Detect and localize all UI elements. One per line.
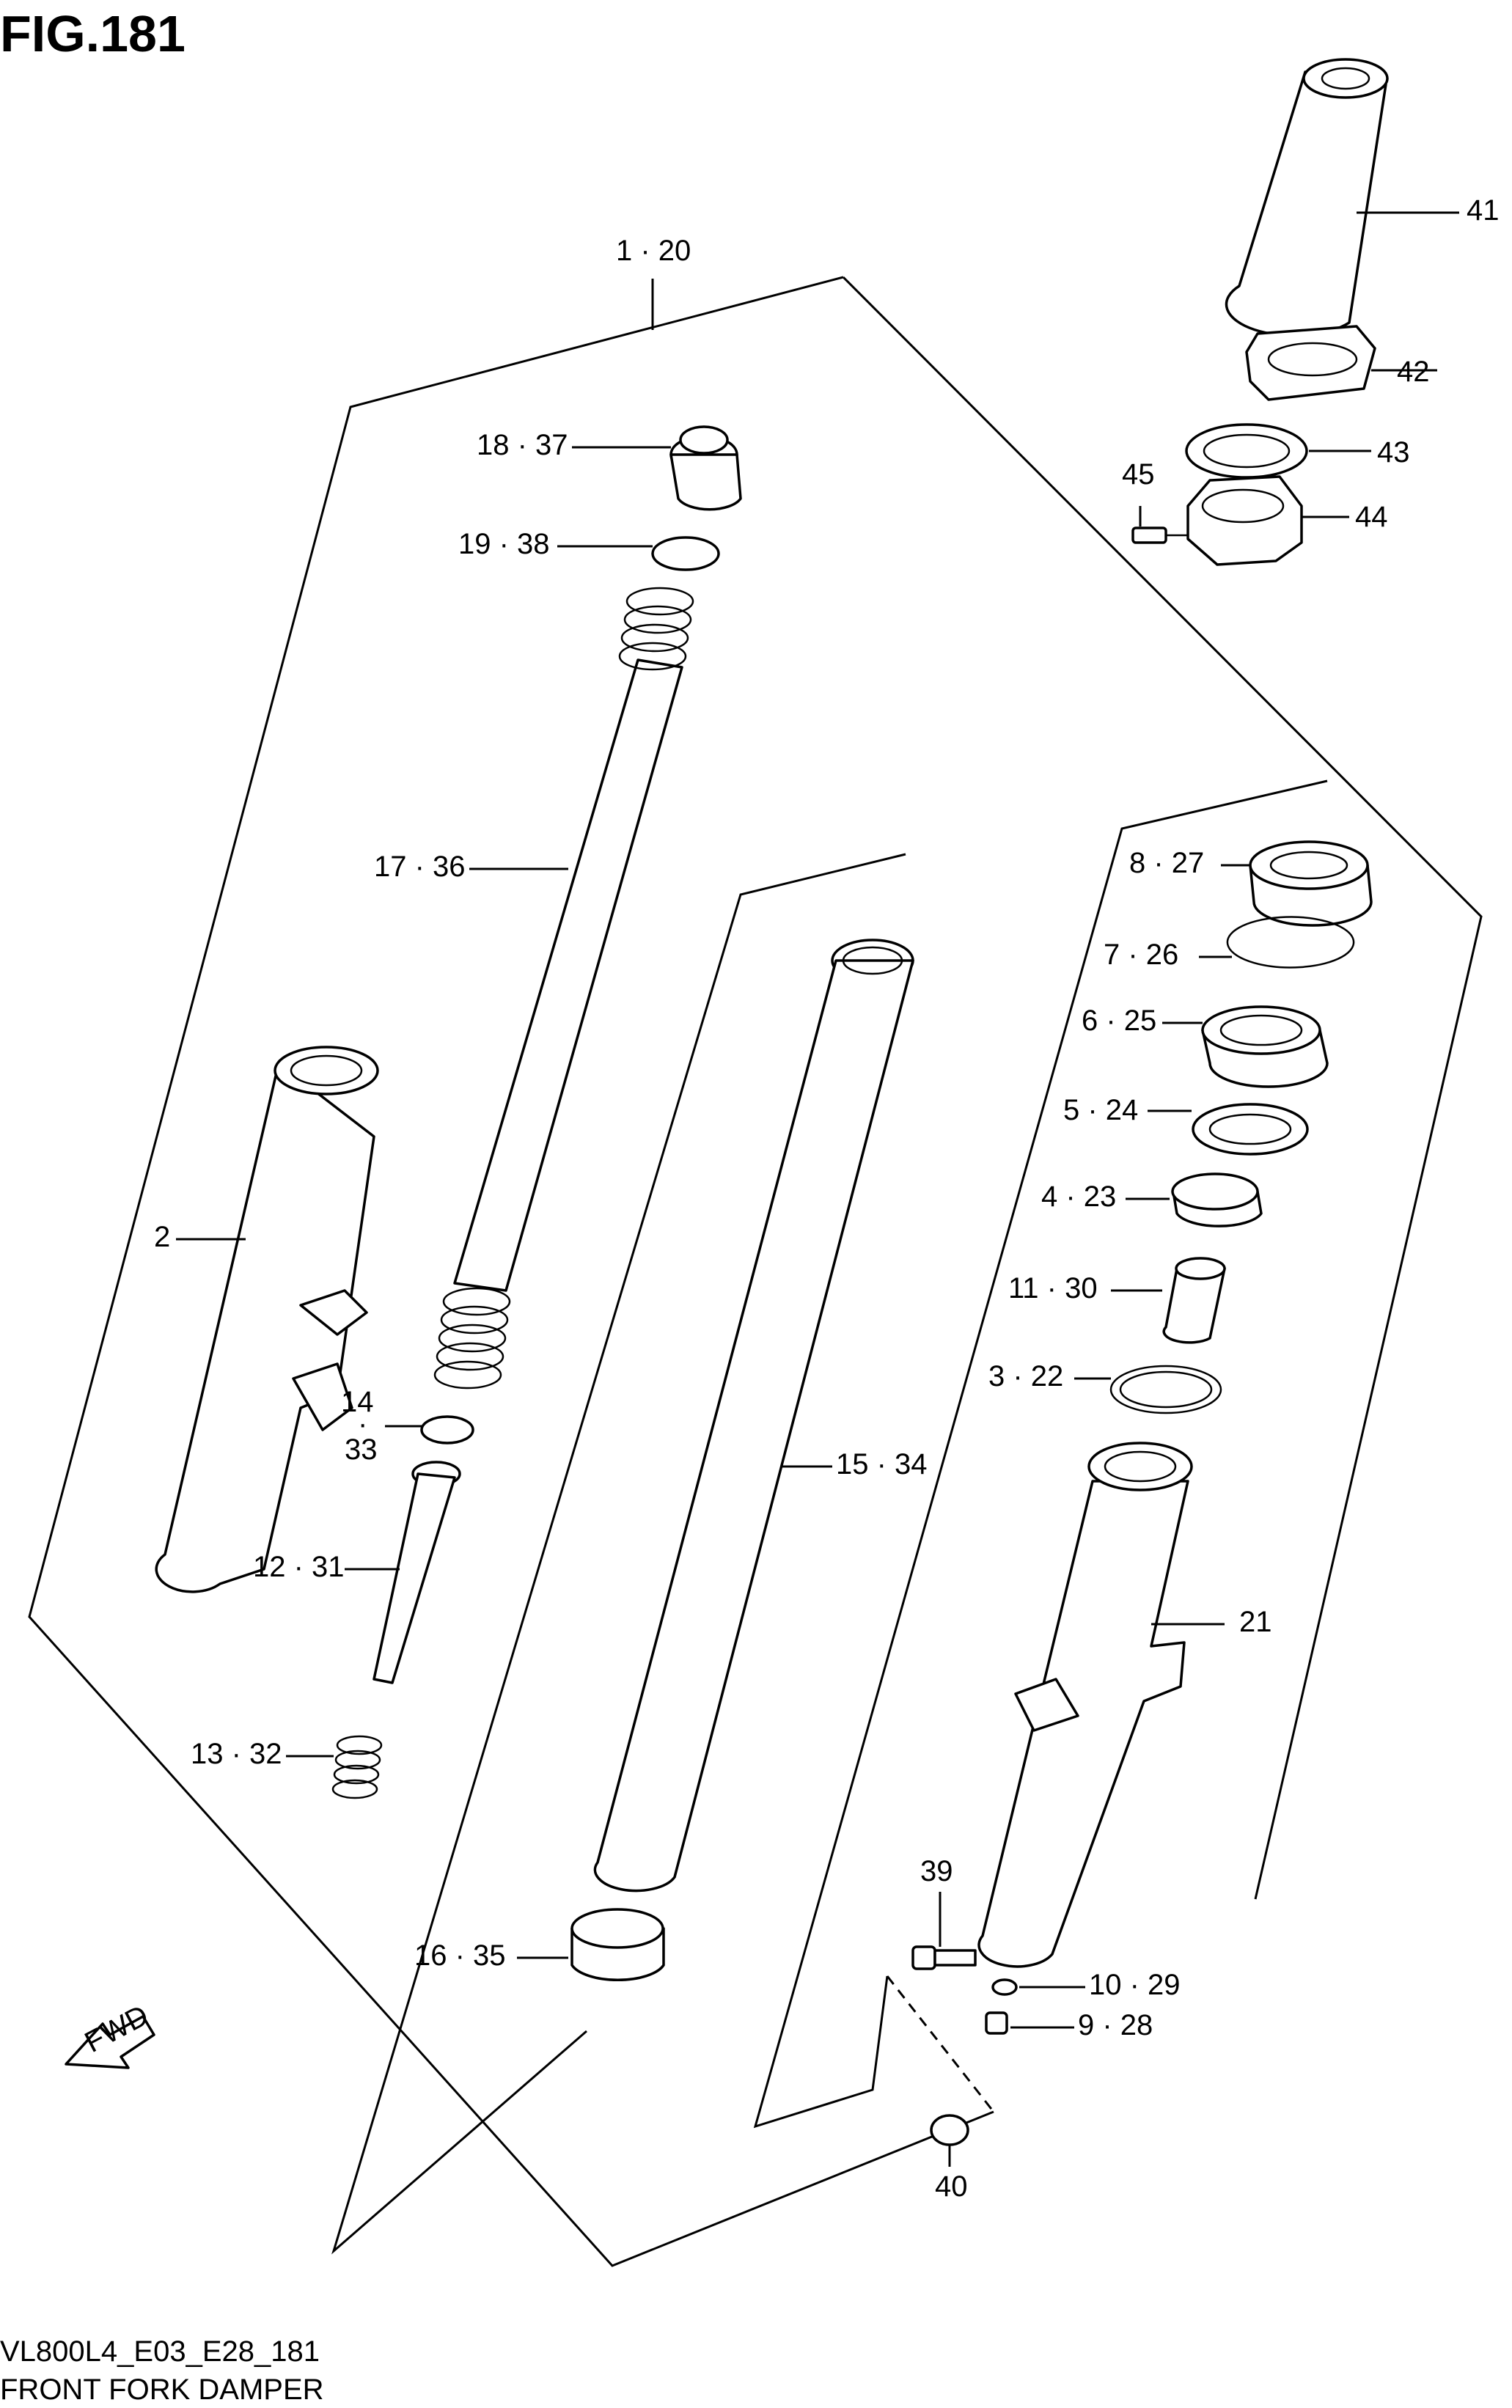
part-40-cap <box>930 2114 969 2167</box>
assembly-boundary-right <box>842 276 1483 1900</box>
part-41-fork-cover <box>1225 58 1459 337</box>
callout-14: 14 <box>341 1386 374 1418</box>
part-11-oil-lock-piece <box>1111 1257 1226 1344</box>
part-16-bushing <box>517 1908 665 1982</box>
callout-5-24: 5 · 24 <box>1063 1094 1138 1126</box>
part-14-ring <box>385 1415 474 1445</box>
callout-12-31: 12 · 31 <box>253 1551 345 1583</box>
model-code: VL800L4_E03_E28_181 <box>0 2335 320 2368</box>
part-7-stopper-ring <box>1199 916 1355 969</box>
callout-18-37: 18 · 37 <box>477 429 568 461</box>
callout-44: 44 <box>1355 501 1388 533</box>
diagram-title: FRONT FORK DAMPER <box>0 2374 324 2406</box>
callout-1-20: 1 · 20 <box>616 235 691 267</box>
part-3-snap-ring <box>1074 1365 1222 1414</box>
assembly-boundary-dashed <box>886 1975 995 2112</box>
part-18-plug <box>572 425 742 511</box>
part-43-washer <box>1185 423 1371 479</box>
callout-19-38: 19 · 38 <box>458 528 550 560</box>
callout-8-27: 8 · 27 <box>1129 847 1204 879</box>
callout-42: 42 <box>1397 356 1430 388</box>
part-39-bolt <box>911 1892 977 1970</box>
part-19-o-ring <box>557 536 720 571</box>
callout-33: 33 <box>345 1434 378 1466</box>
callout-2: 2 <box>154 1221 170 1253</box>
part-45-bolt <box>1131 506 1188 544</box>
callout-13-32: 13 · 32 <box>191 1738 282 1770</box>
part-12-damper-rod <box>345 1461 461 1684</box>
callout-16-35: 16 · 35 <box>414 1939 506 1972</box>
callout-10-29: 10 · 29 <box>1089 1969 1181 2001</box>
part-15-inner-tube <box>593 939 914 1893</box>
callout-11-30: 11 · 30 <box>1008 1272 1098 1304</box>
assembly-boundary-outline <box>28 276 994 2267</box>
part-8-dust-seal <box>1221 840 1373 927</box>
callout-21: 21 <box>1239 1606 1272 1638</box>
callout-17-36: 17 · 36 <box>374 851 466 883</box>
part-10-gasket <box>991 1978 1085 1996</box>
part-13-spring <box>286 1735 383 1799</box>
callout-3-22: 3 · 22 <box>988 1360 1063 1392</box>
callout-9-28: 9 · 28 <box>1078 2009 1153 2041</box>
callout-43: 43 <box>1377 436 1410 469</box>
callout-4-23: 4 · 23 <box>1041 1181 1116 1213</box>
part-5-washer <box>1148 1103 1309 1156</box>
outer-tube-group-boundary <box>753 779 1328 2129</box>
part-44-clamp <box>1186 475 1349 566</box>
part-42-ring-nut <box>1245 325 1437 401</box>
callout-45: 45 <box>1122 458 1155 491</box>
figure-title: FIG.181 <box>0 5 186 62</box>
callout-6-25: 6 · 25 <box>1082 1005 1156 1037</box>
part-2-outer-tube-left <box>155 1046 379 1593</box>
part-4-guide-bushing <box>1126 1172 1263 1227</box>
fwd-direction-arrow: FWD <box>65 1999 155 2069</box>
callout-7-26: 7 · 26 <box>1104 939 1178 971</box>
callout-15-34: 15 · 34 <box>836 1448 928 1480</box>
callout-41: 41 <box>1467 194 1500 227</box>
callout-14-separator: · <box>358 1408 367 1440</box>
inner-tube-group-boundary <box>331 853 906 2255</box>
part-9-bolt <box>985 2011 1074 2035</box>
part-6-oil-seal <box>1162 1005 1329 1088</box>
callout-39: 39 <box>920 1855 953 1887</box>
callout-40: 40 <box>935 2170 968 2203</box>
part-17-spring <box>433 587 694 1390</box>
part-21-outer-tube-right <box>977 1442 1225 1968</box>
